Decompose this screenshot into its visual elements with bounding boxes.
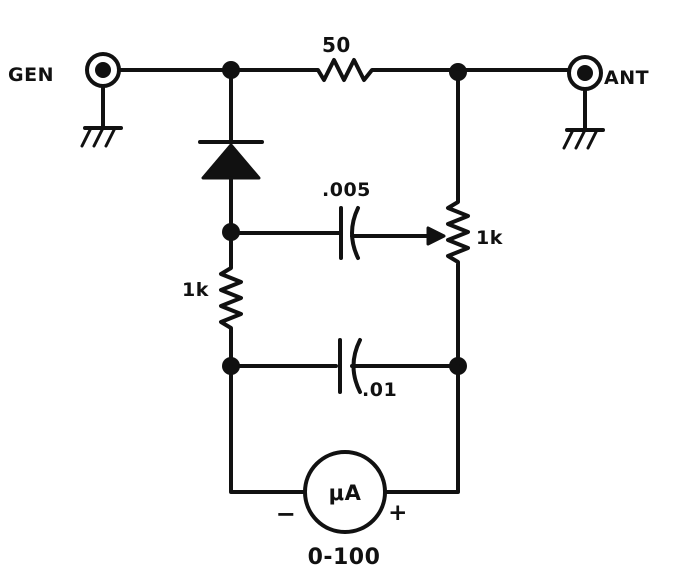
series-resistor-label: 50 (322, 33, 351, 57)
resistor-left-label: 1k (182, 279, 209, 301)
ant-connector (567, 55, 603, 91)
meter-wire-left (229, 364, 307, 494)
ant-label: ANT (604, 67, 649, 89)
pot-wiper-arrow (426, 226, 446, 246)
potentiometer-1k (446, 194, 470, 270)
capacitor-005 (339, 206, 360, 260)
gen-connector (85, 52, 121, 88)
gen-label: GEN (8, 64, 54, 86)
resistor-1k-left (219, 260, 243, 336)
meter-minus-label: − (276, 500, 297, 528)
capacitor-005-label: .005 (322, 179, 371, 201)
microammeter (303, 450, 387, 534)
meter-symbol-label: μA (329, 481, 362, 505)
capacitor-01-label: .01 (362, 379, 397, 401)
ant-ground-symbol (562, 87, 605, 150)
diode (198, 140, 264, 180)
series-resistor (308, 58, 380, 82)
meter-range-label: 0-100 (308, 545, 381, 570)
gen-ground-symbol (80, 84, 123, 148)
potentiometer-label: 1k (476, 227, 503, 249)
meter-plus-label: + (388, 500, 408, 526)
meter-wire-right (383, 364, 460, 494)
